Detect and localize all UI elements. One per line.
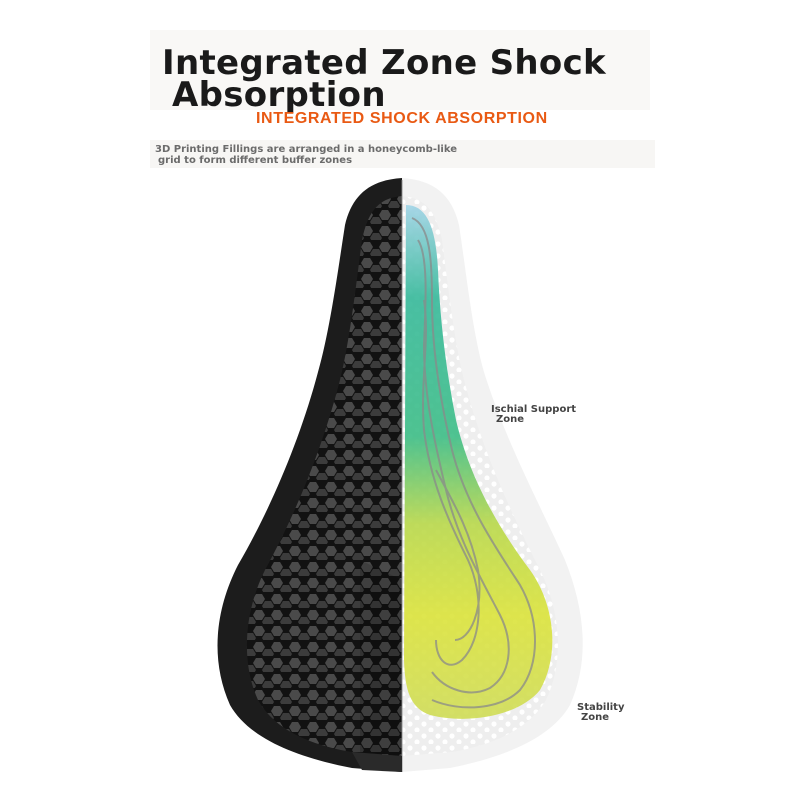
stability-zone-label-line-2: Zone (581, 712, 610, 723)
ischial-zone-label-line-1: Ischial Support (491, 404, 577, 415)
description-line-2: grid to form different buffer zones (158, 155, 353, 166)
subtitle: INTEGRATED SHOCK ABSORPTION (256, 110, 548, 127)
stability-zone-label-line-1: Stability (577, 702, 625, 713)
ischial-zone-label-line-2: Zone (496, 414, 525, 425)
title-line-2: Absorption (172, 75, 386, 115)
description-background (150, 140, 655, 168)
title-background (150, 30, 650, 110)
description-line-1: 3D Printing Fillings are arranged in a h… (155, 144, 457, 155)
title-line-1: Integrated Zone Shock (162, 43, 606, 83)
